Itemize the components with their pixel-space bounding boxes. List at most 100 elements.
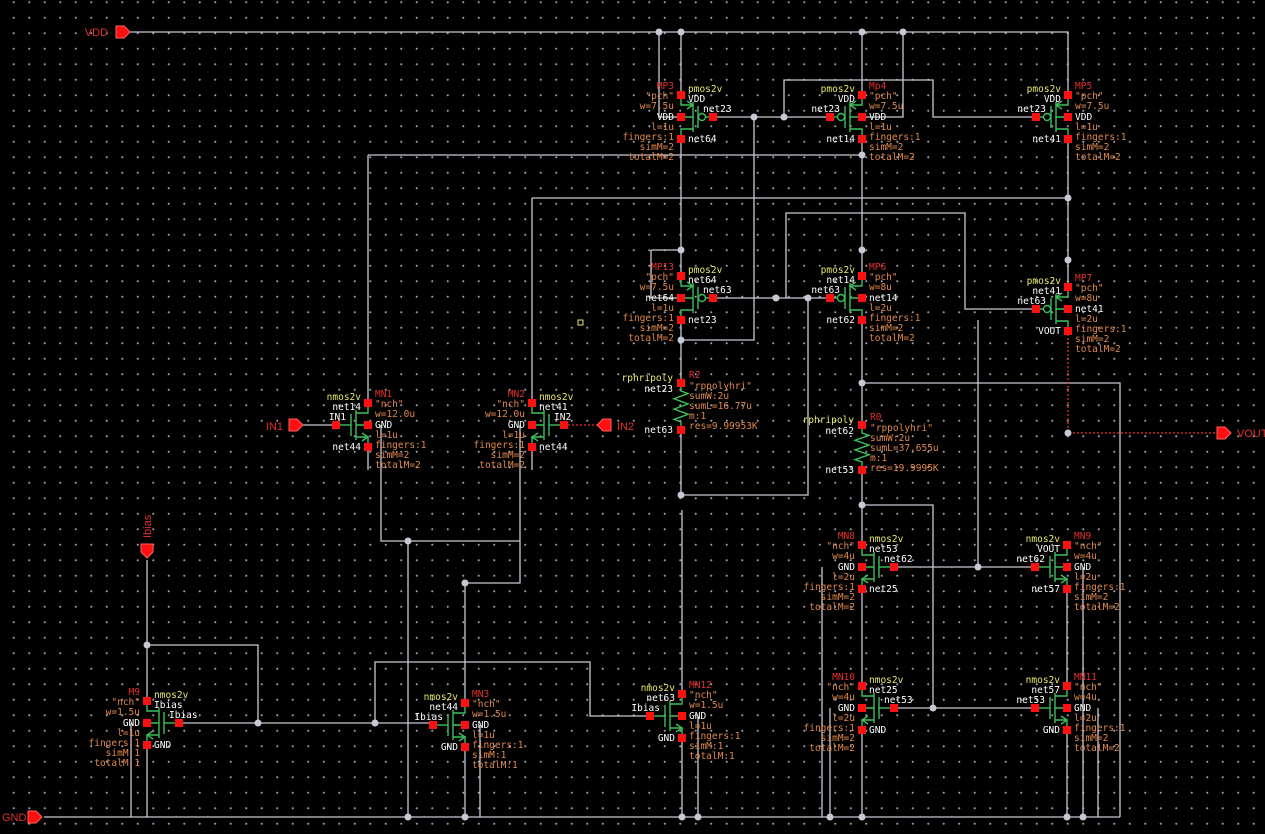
port-gnd[interactable]: GND: [2, 810, 43, 824]
port-in1[interactable]: IN1: [266, 418, 304, 433]
pin[interactable]: [709, 294, 717, 302]
pin[interactable]: [826, 113, 834, 121]
nmos-transistor-mn9[interactable]: MN9"nch"w=4uGNDl=2ufingers:1simM=2totalM…: [1016, 531, 1125, 613]
resistor-r0[interactable]: rphripolynet62net53R0"rppolyhri"sumW:2us…: [803, 412, 939, 476]
pin[interactable]: [1064, 135, 1072, 143]
wire[interactable]: [300, 424, 533, 817]
port-in2[interactable]: IN2: [596, 418, 634, 433]
pin[interactable]: [143, 697, 151, 705]
pin[interactable]: [646, 712, 654, 720]
pin[interactable]: [858, 466, 866, 474]
pin[interactable]: [461, 743, 469, 751]
pin[interactable]: [890, 563, 898, 571]
pin[interactable]: [709, 113, 717, 121]
pin[interactable]: [858, 316, 866, 324]
pin[interactable]: [364, 421, 372, 429]
pmos-transistor-mp13[interactable]: MP13"pch"w=7.5unet64l=1ufingers:1simM=2t…: [623, 262, 732, 344]
pin[interactable]: [858, 541, 866, 549]
pin[interactable]: [677, 272, 685, 280]
pin[interactable]: [364, 399, 372, 407]
wire[interactable]: [130, 510, 699, 817]
port-ibias[interactable]: Ibias: [140, 514, 154, 559]
nmos-transistor-mn10[interactable]: MN10"nch"w=4uGNDl=2ufingers:1simM=2total…: [804, 672, 913, 754]
pmos-transistor-mp6[interactable]: MP6"pch"w=8unet14l=2ufingers:1simM=2tota…: [811, 262, 920, 344]
vdd-rail[interactable]: [130, 31, 1069, 95]
wire[interactable]: [894, 320, 1068, 686]
pin[interactable]: [175, 719, 183, 727]
pin[interactable]: [528, 443, 536, 451]
pin[interactable]: [678, 712, 686, 720]
pin[interactable]: [826, 294, 834, 302]
pin[interactable]: [890, 704, 898, 712]
pin[interactable]: [858, 135, 866, 143]
port-vout[interactable]: VOUT: [1216, 426, 1265, 440]
pmos-transistor-mp3[interactable]: MP3"pch"w=7.5uVDDl=1ufingers:1simM=2tota…: [623, 81, 732, 163]
pin[interactable]: [1032, 305, 1040, 313]
pin[interactable]: [528, 421, 536, 429]
pin[interactable]: [560, 421, 568, 429]
wire[interactable]: [658, 32, 904, 118]
pin[interactable]: [1064, 327, 1072, 335]
wire[interactable]: [650, 140, 830, 496]
pin[interactable]: [1063, 704, 1071, 712]
pin[interactable]: [677, 91, 685, 99]
pin[interactable]: [1063, 682, 1071, 690]
pin[interactable]: [1032, 113, 1040, 121]
pin[interactable]: [1063, 726, 1071, 734]
nmos-transistor-mn2[interactable]: MN2"nch"w=12.0uGNDl=1ufingers:1simM=2tot…: [474, 389, 574, 471]
pin[interactable]: [677, 113, 685, 121]
pin[interactable]: [364, 443, 372, 451]
pin[interactable]: [143, 719, 151, 727]
pin[interactable]: [858, 91, 866, 99]
pin[interactable]: [1064, 91, 1072, 99]
pmos-transistor-mp5[interactable]: MP5"pch"w=7.5uVDDl=1ufingers:1simM=2tota…: [1017, 81, 1126, 163]
pin[interactable]: [1031, 563, 1039, 571]
pin[interactable]: [858, 704, 866, 712]
pin[interactable]: [1064, 113, 1072, 121]
pmos-transistor-mp7[interactable]: MP7"pch"w=8unet41l=2ufingers:1simM=2tota…: [1017, 273, 1126, 355]
pin[interactable]: [858, 682, 866, 690]
wire[interactable]: [785, 212, 1036, 310]
pin[interactable]: [678, 734, 686, 742]
nmos-transistor-mn8[interactable]: MN8"nch"w=4uGNDl=2ufingers:1simM=2totalM…: [804, 531, 913, 613]
nmos-transistor-mn12[interactable]: MN12"nch"w=1.5uGNDl=1ufingers:1simM:1tot…: [631, 680, 740, 762]
resistor-r2[interactable]: rphripolynet23net63R2"rppolyhri"sumW:2us…: [622, 370, 758, 436]
pin[interactable]: [332, 421, 340, 429]
pin[interactable]: [677, 294, 685, 302]
pin[interactable]: [528, 399, 536, 407]
pin[interactable]: [143, 741, 151, 749]
pin[interactable]: [858, 726, 866, 734]
wire[interactable]: [681, 79, 1036, 341]
vout-net[interactable]: [1067, 330, 1220, 434]
pin[interactable]: [858, 294, 866, 302]
nmos-transistor-mn3[interactable]: MN3"nch"w=1.5uGNDl=1ufingers:1simM:1tota…: [414, 689, 523, 771]
nmos-transistor-mn11[interactable]: MN11"nch"w=4uGNDl=2ufingers:1simM=2total…: [1016, 672, 1125, 754]
pin[interactable]: [461, 721, 469, 729]
param-w: w=12.0u: [375, 409, 415, 420]
nmos-transistor-m9[interactable]: M9"nch"w=1.5uGNDl=1ufingers:1simM:1total…: [89, 687, 198, 769]
port-vdd[interactable]: VDD: [85, 25, 131, 39]
wire[interactable]: [367, 140, 1069, 403]
pin[interactable]: [678, 690, 686, 698]
pin[interactable]: [1064, 305, 1072, 313]
pin[interactable]: [1031, 704, 1039, 712]
pin[interactable]: [1063, 585, 1071, 593]
pin[interactable]: [858, 272, 866, 280]
wire[interactable]: [821, 567, 1099, 817]
pin[interactable]: [1063, 541, 1071, 549]
nmos-transistor-mn1[interactable]: MN1"nch"w=12.0uGNDl=1ufingers:1simM=2tot…: [327, 389, 427, 471]
pin[interactable]: [677, 135, 685, 143]
pin[interactable]: [677, 426, 685, 434]
pin[interactable]: [1064, 283, 1072, 291]
pin[interactable]: [677, 379, 685, 387]
pin[interactable]: [858, 563, 866, 571]
pin[interactable]: [461, 699, 469, 707]
pin[interactable]: [677, 316, 685, 324]
pin[interactable]: [1063, 563, 1071, 571]
pin[interactable]: [858, 421, 866, 429]
pin[interactable]: [858, 113, 866, 121]
pmos-transistor-mp4[interactable]: Mp4"pch"w=7.5uVDDl=1ufingers:1simM=2tota…: [811, 81, 920, 163]
pin[interactable]: [429, 721, 437, 729]
pin[interactable]: [858, 585, 866, 593]
